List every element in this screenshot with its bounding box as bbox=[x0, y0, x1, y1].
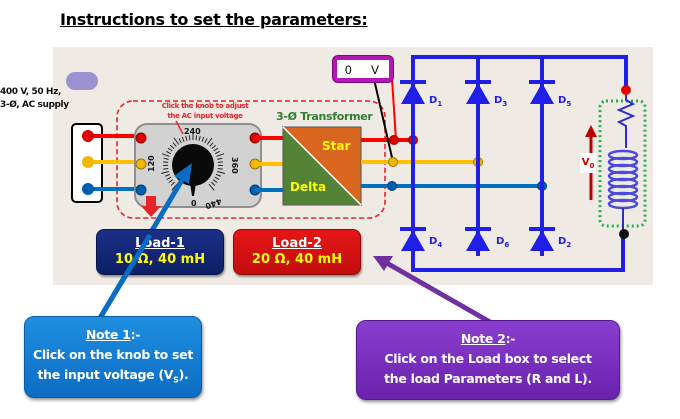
knob-hint-line1: Click the knob to adjust bbox=[161, 102, 249, 110]
voltmeter-value: 0 bbox=[345, 63, 352, 77]
load-2-name: Load-2 bbox=[272, 236, 322, 251]
knob-hint: Click the knob to adjust the AC input vo… bbox=[140, 101, 270, 121]
dial-tick bbox=[185, 135, 188, 141]
dial-tick bbox=[172, 142, 177, 147]
dial-tick bbox=[206, 137, 213, 145]
dial-tick bbox=[181, 136, 185, 142]
dial-tick bbox=[217, 161, 223, 163]
note-1-callout: Note 1:- Click on the knob to set the in… bbox=[24, 316, 202, 398]
note-2-line2: the load Parameters (R and L). bbox=[384, 371, 592, 386]
dial-tick bbox=[213, 147, 219, 152]
dial-tick bbox=[217, 167, 223, 170]
dial-tick bbox=[170, 144, 175, 149]
dial-tick bbox=[161, 153, 170, 157]
note-2-line1: Click on the Load box to select bbox=[384, 351, 592, 366]
diode-bridge bbox=[400, 55, 628, 272]
note-1-title: Note 1 bbox=[85, 327, 131, 342]
dial-tick bbox=[209, 142, 214, 147]
supply-terminal-y bbox=[82, 156, 94, 168]
down-arrow-icon bbox=[141, 196, 161, 217]
supply-terminal-b bbox=[82, 183, 94, 195]
dial-tick bbox=[168, 179, 174, 184]
dial-label-0: 0 bbox=[191, 199, 197, 208]
diode-label-d1: D1 bbox=[429, 95, 443, 108]
dial-tick bbox=[215, 173, 222, 177]
supply-line2: 3-Ø, AC supply bbox=[0, 100, 69, 110]
delta-label: Delta bbox=[290, 180, 327, 194]
dial-tick bbox=[212, 179, 218, 184]
note2-pointer bbox=[383, 259, 492, 325]
output-voltage-label: V0 bbox=[580, 153, 596, 173]
dial-tick bbox=[198, 135, 201, 141]
dial-ticks bbox=[160, 132, 226, 191]
note-1-suffix: :- bbox=[130, 327, 141, 342]
transformer-label: 3-Ø Transformer bbox=[276, 110, 373, 123]
transformer-block bbox=[281, 125, 363, 207]
dial-tick bbox=[163, 161, 169, 163]
note-1-line1: Click on the knob to set bbox=[32, 347, 194, 362]
supply-badge bbox=[66, 72, 98, 90]
dial-tick bbox=[167, 147, 173, 152]
dial-tick bbox=[178, 138, 182, 144]
diode-label-d6: D6 bbox=[496, 236, 510, 249]
load-2-value: 20 Ω, 40 mH bbox=[251, 252, 343, 267]
hint-arrow bbox=[175, 120, 184, 135]
dial-tick bbox=[163, 157, 169, 160]
dial-tick bbox=[217, 170, 226, 175]
dial-tick bbox=[211, 144, 216, 149]
voltmeter-display: 0 V bbox=[333, 56, 393, 82]
dial-tick bbox=[163, 167, 169, 170]
voltmeter-unit: V bbox=[371, 63, 380, 77]
diode-label-d4: D4 bbox=[429, 236, 443, 249]
dial-label-120: 120 bbox=[147, 155, 156, 172]
dial-tick bbox=[164, 173, 171, 177]
dial-label-240: 240 bbox=[184, 127, 201, 136]
diode-label-d2: D2 bbox=[558, 236, 572, 249]
dial-tick bbox=[215, 150, 220, 155]
note-2-title: Note 2 bbox=[460, 331, 506, 346]
dial-tick bbox=[160, 170, 169, 175]
dial-tick bbox=[210, 181, 216, 186]
control-region-outline bbox=[116, 100, 386, 219]
load-1-button[interactable]: Load-1 10 Ω, 40 mH bbox=[96, 229, 224, 275]
load-1-value: 10 Ω, 40 mH bbox=[114, 252, 206, 267]
dial-tick bbox=[173, 137, 180, 145]
page-title: Instructions to set the parameters: bbox=[60, 10, 368, 29]
dial-tick bbox=[201, 136, 205, 142]
supply-line1: 400 V, 50 Hz, bbox=[0, 87, 61, 97]
dial-tick bbox=[166, 150, 171, 155]
note-1-line2: the input voltage (VS). bbox=[37, 367, 189, 385]
supply-terminal-r bbox=[82, 130, 94, 142]
note-2-suffix: :- bbox=[505, 331, 516, 346]
dial-tick bbox=[208, 183, 215, 191]
load-1-name: Load-1 bbox=[135, 236, 185, 251]
diode-label-d3: D3 bbox=[494, 95, 508, 108]
knob-hint-line2: the AC input voltage bbox=[167, 112, 243, 120]
star-label: Star bbox=[322, 139, 351, 153]
dial-tick bbox=[195, 135, 198, 141]
dial-label-360: 360 bbox=[230, 157, 239, 174]
dial-tick bbox=[217, 157, 223, 160]
dial-tick bbox=[166, 176, 172, 180]
diode-label-d5: D5 bbox=[558, 95, 572, 108]
dial-tick bbox=[214, 176, 220, 180]
dial-tick bbox=[216, 153, 225, 157]
note-2-callout: Note 2:- Click on the Load box to select… bbox=[356, 320, 620, 400]
rl-load bbox=[598, 85, 647, 239]
dial-tick bbox=[204, 138, 208, 144]
dial-tick bbox=[170, 181, 176, 186]
supply-label: 400 V, 50 Hz, 3-Ø, AC supply bbox=[0, 86, 69, 112]
dial-tick bbox=[188, 135, 191, 141]
up-arrow-icon bbox=[585, 125, 597, 137]
load-2-button[interactable]: Load-2 20 Ω, 40 mH bbox=[233, 229, 361, 275]
